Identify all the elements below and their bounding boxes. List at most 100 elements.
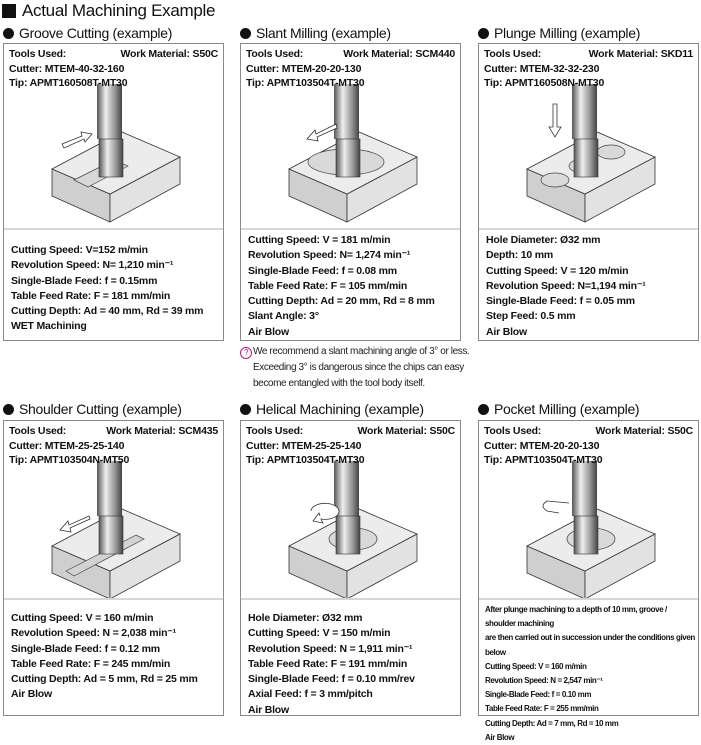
- spec-line: Table Feed Rate: F = 245 mm/min: [11, 657, 171, 670]
- note-line: Exceeding 3° is dangerous since the chip…: [253, 362, 464, 373]
- spec-line: Axial Feed: f = 3 mm/pitch: [248, 688, 373, 701]
- bullet-icon: [478, 403, 489, 415]
- tools-used: Tools Used: Work Material: S50C Cutter: …: [246, 424, 455, 468]
- tools-used: Tools Used: Work Material: S50C Cutter: …: [9, 47, 218, 91]
- spec-line: Revolution Speed: N = 2,547 min⁻¹: [485, 676, 603, 686]
- spec-line: Revolution Speed: N = 1,911 min⁻¹: [248, 642, 413, 655]
- page-title-text: Actual Machining Example: [22, 1, 216, 20]
- spec-line: Step Feed: 0.5 mm: [486, 310, 576, 323]
- tip: Tip: APMT103504N-MT50: [9, 454, 130, 466]
- spec-line: Revolution Speed: N= 1,274 min⁻¹: [248, 249, 411, 262]
- tools-used: Tools Used: Work Material: SCM435 Cutter…: [9, 424, 218, 468]
- machining-illustration: [526, 461, 656, 598]
- cutter-head: [573, 515, 599, 555]
- tools-used-label: Tools Used:: [246, 48, 304, 60]
- spec-line: Cutting Depth: Ad = 5 mm, Rd = 25 mm: [11, 673, 198, 686]
- note-line: We recommend a slant machining angle of …: [253, 346, 470, 357]
- spec-line: Cutting Speed: V = 150 m/min: [248, 627, 391, 640]
- bullet-icon: [3, 403, 14, 415]
- tip: Tip: APMT103504T-MT30: [484, 454, 603, 466]
- tool-shank: [334, 461, 359, 516]
- tools-used: Tools Used: Work Material: S50C Cutter: …: [484, 424, 693, 468]
- example-card-helical: Tools Used: Work Material: S50C Cutter: …: [240, 420, 461, 716]
- work-material: Work Material: S50C: [120, 48, 218, 60]
- plunge-hole: [540, 172, 570, 188]
- tools-used-label: Tools Used:: [246, 425, 304, 437]
- spec-line: Air Blow: [485, 732, 515, 742]
- bullet-icon: [240, 403, 251, 415]
- bullet-icon: [240, 27, 251, 39]
- tools-used-label: Tools Used:: [9, 425, 67, 437]
- spec-line: WET Machining: [11, 320, 87, 333]
- feed-direction-arrow-icon: [61, 131, 93, 149]
- machining-illustration: [526, 84, 656, 223]
- rotation-arrow-icon: [310, 502, 340, 524]
- cutter: Cutter: MTEM-20-20-130: [246, 62, 362, 75]
- spec-line: Single-Blade Feed: f = 0.08 mm: [248, 264, 397, 277]
- tools-used: Tools Used: Work Material: SCM440 Cutter…: [246, 47, 455, 91]
- feed-direction-arrow-icon: [548, 103, 562, 138]
- spec-line: Table Feed Rate: F = 105 mm/min: [248, 279, 408, 292]
- cutter-head: [573, 138, 599, 178]
- machining-illustration: [51, 84, 181, 223]
- spec-line: Single-Blade Feed: f = 0.12 mm: [11, 642, 160, 655]
- work-material: Work Material: SCM435: [106, 425, 218, 437]
- feed-direction-arrow-icon: [542, 500, 570, 514]
- plunge-hole: [596, 144, 626, 160]
- feed-direction-arrow-icon: [59, 515, 91, 533]
- divider: [4, 228, 223, 230]
- example-heading: Slant Milling (example): [240, 25, 391, 41]
- page-title: Actual Machining Example: [2, 1, 215, 21]
- example-heading-text: Plunge Milling (example): [494, 25, 641, 41]
- cutter-head: [335, 515, 361, 555]
- cutting-conditions: After plunge machining to a depth of 10 …: [485, 603, 698, 745]
- tools-used-label: Tools Used:: [484, 425, 542, 437]
- spec-line: Cutting Speed: V = 181 m/min: [248, 234, 391, 246]
- example-heading: Helical Machining (example): [240, 401, 424, 417]
- bullet-icon: [3, 27, 14, 39]
- spec-line: Cutting Speed: V=152 m/min: [11, 244, 148, 256]
- divider: [479, 228, 698, 230]
- cutter: Cutter: MTEM-20-20-130: [484, 439, 600, 452]
- machining-illustration: [51, 461, 181, 598]
- slant-angle-note: ?We recommend a slant machining angle of…: [240, 344, 470, 392]
- example-card-plunge: Tools Used: Work Material: SKD11 Cutter:…: [478, 43, 699, 341]
- example-card-shoulder: Tools Used: Work Material: SCM435 Cutter…: [3, 420, 224, 716]
- example-heading-text: Helical Machining (example): [256, 401, 424, 417]
- example-heading-text: Slant Milling (example): [256, 25, 391, 41]
- spec-line: Air Blow: [248, 703, 289, 716]
- cutter-head: [335, 138, 361, 178]
- example-heading: Groove Cutting (example): [3, 25, 172, 41]
- tool-shank: [572, 461, 597, 516]
- cutter: Cutter: MTEM-25-25-140: [9, 439, 125, 452]
- note-line: become entangled with the tool body itse…: [253, 378, 425, 389]
- divider: [4, 598, 223, 600]
- spec-line: Revolution Speed: N=1,194 min⁻¹: [486, 279, 646, 292]
- example-card-groove: Tools Used: Work Material: S50C Cutter: …: [3, 43, 224, 341]
- machining-illustration: [288, 461, 418, 598]
- divider: [241, 228, 460, 230]
- divider: [241, 598, 460, 600]
- spec-line: Single-Blade Feed: f = 0.10 mm/rev: [248, 673, 415, 686]
- example-heading: Shoulder Cutting (example): [3, 401, 182, 417]
- tool-shank: [97, 84, 122, 139]
- spec-line: After plunge machining to a depth of 10 …: [485, 605, 667, 629]
- cutter-head: [98, 138, 124, 178]
- spec-line: Cutting Depth: Ad = 7 mm, Rd = 10 mm: [485, 718, 619, 728]
- example-heading: Plunge Milling (example): [478, 25, 640, 41]
- tools-used-label: Tools Used:: [9, 48, 67, 60]
- example-heading-text: Groove Cutting (example): [19, 25, 173, 41]
- work-material: Work Material: S50C: [357, 425, 455, 437]
- spec-line: Table Feed Rate: F = 191 mm/min: [248, 657, 408, 670]
- spec-line: Air Blow: [248, 325, 289, 338]
- work-material: Work Material: S50C: [595, 425, 693, 437]
- spec-line: Cutting Speed: V = 160 m/min: [485, 661, 587, 671]
- work-material: Work Material: SCM440: [343, 48, 455, 60]
- spec-line: Revolution Speed: N= 1,210 min⁻¹: [11, 259, 174, 272]
- tip-icon: ?: [240, 347, 252, 359]
